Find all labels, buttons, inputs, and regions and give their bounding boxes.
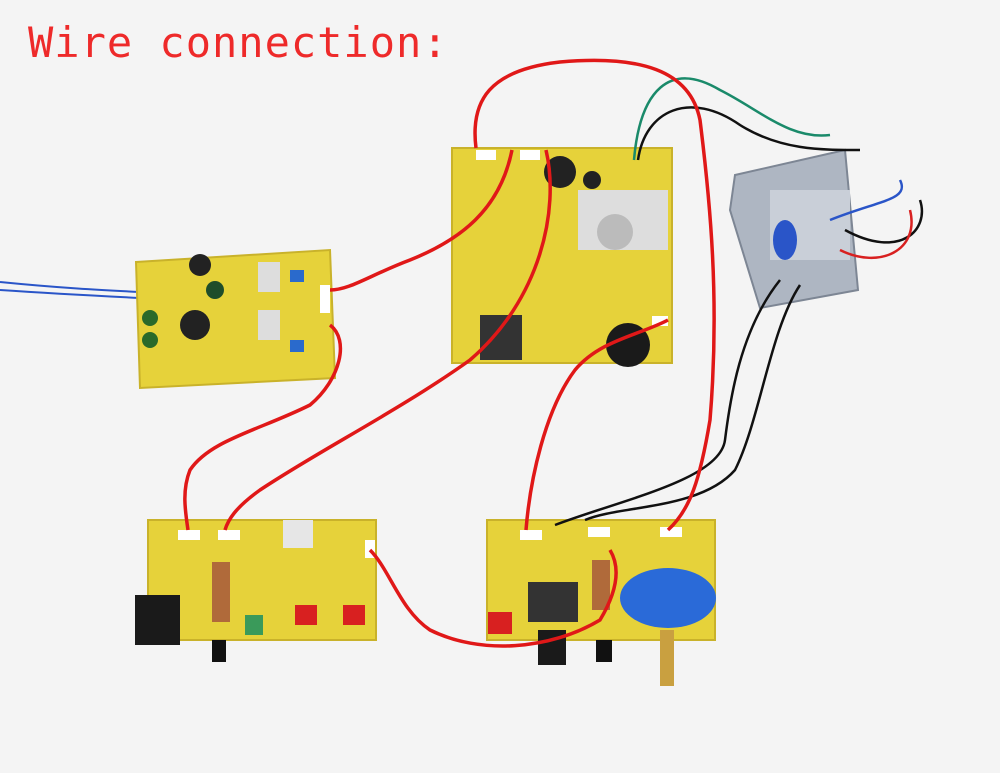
mains-input-wires — [0, 281, 141, 299]
main-amplifier-board — [451, 147, 673, 367]
input-board-left — [135, 519, 377, 662]
red-signal-wires — [183, 58, 716, 648]
page-title: Wire connection: — [28, 18, 449, 67]
power-supply-board — [134, 248, 337, 390]
input-board-right — [486, 519, 716, 686]
transformer-wires — [554, 77, 923, 527]
transformer — [728, 148, 860, 310]
